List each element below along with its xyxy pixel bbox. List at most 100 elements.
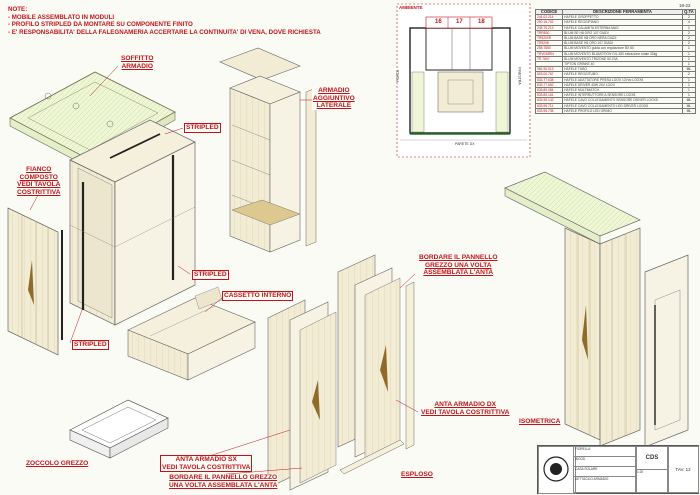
cell-code: 833.89.084 bbox=[534, 87, 564, 94]
label-stripled-top: STRIPLED bbox=[184, 123, 221, 133]
col-header-code: CODICE bbox=[534, 8, 564, 16]
col-header-qty: Q.TA bbox=[681, 8, 697, 16]
cell-qty: 1 bbox=[681, 45, 697, 52]
label-soffitto: SOFFITTO ARMADIO bbox=[120, 55, 155, 71]
cell-qty: 1 bbox=[681, 55, 697, 63]
main-cabinet bbox=[69, 119, 196, 326]
internal-drawer bbox=[127, 286, 256, 381]
cell-qty: 1 bbox=[681, 76, 697, 83]
plan-dim-18: 18 bbox=[478, 19, 485, 25]
label-line: FIANCO bbox=[26, 166, 52, 173]
cell-qty: 1 bbox=[681, 92, 697, 99]
label-anta-sx: ANTA ARMADIO SX VEDI TAVOLA COSTRITTIVA bbox=[160, 455, 253, 473]
tb-logo-text: CDS bbox=[635, 446, 669, 470]
label-line: BORDARE IL PANNELLO GREZZO bbox=[169, 474, 278, 481]
note-line: - MOBILE ASSEMBLATO IN MODULI bbox=[8, 13, 115, 21]
cell-code: 833.77.638 bbox=[534, 76, 564, 83]
cell-code: 833.77.652 bbox=[534, 81, 564, 89]
label-line: SOFFITTO bbox=[121, 55, 154, 62]
label-armadio-aggiuntivo: ARMADIO AGGIUNTIVO LATERALE bbox=[312, 87, 356, 110]
plan-side-left: PORTA bbox=[395, 70, 400, 82]
label-line: VEDI TAVOLA bbox=[17, 181, 61, 189]
label-line: LATERALE bbox=[316, 102, 352, 110]
cell-code: TR 7807 bbox=[534, 55, 564, 63]
cell-qty: 1 bbox=[681, 81, 697, 89]
floor-plan bbox=[396, 3, 531, 158]
exploded-doors bbox=[267, 254, 415, 491]
sheet-number: 18-22 bbox=[679, 3, 691, 8]
label-line: COMPOSTO bbox=[19, 173, 58, 181]
notes-title: NOTE: bbox=[8, 6, 28, 13]
cell-code: 803.00.767 bbox=[534, 71, 564, 78]
side-panel-composite bbox=[7, 207, 63, 356]
isometric-assembly bbox=[504, 171, 689, 448]
label-zoccolo: ZOCCOLO GREZZO bbox=[25, 460, 90, 468]
cell-qty: 1 bbox=[681, 61, 697, 68]
leader-lines bbox=[29, 65, 419, 476]
label-line: ARMADIO bbox=[121, 62, 153, 70]
cell-code: 244.02.214 bbox=[534, 14, 564, 21]
notes-block: NOTE: - MOBILE ASSEMBLATO IN MODULI - PR… bbox=[8, 6, 321, 36]
table-header-row: CODICE DESCRIZIONE FERRAMENTA Q.TA bbox=[534, 8, 697, 16]
tb-scale: 1:20 bbox=[635, 469, 669, 493]
cell-code: 833.95.142 bbox=[534, 97, 564, 104]
cell-code: 833.89.161 bbox=[534, 92, 564, 99]
plan-dim-17: 17 bbox=[456, 19, 463, 25]
cell-qty: 2 bbox=[681, 14, 697, 21]
label-line: ASSEMBLATA L'ANTA bbox=[423, 269, 494, 277]
label-line: AGGIUNTIVO bbox=[313, 94, 355, 102]
label-line: GREZZO UNA VOLTA bbox=[424, 261, 492, 269]
plan-side-right: FINESTRA bbox=[517, 67, 522, 85]
label-line: VEDI TAVOLA COSTRITTIVA bbox=[162, 463, 251, 471]
title-block: FIORELLA WOOD CASA SOLARE DETTAGLIO ARMA… bbox=[537, 445, 699, 494]
cell-qty: 2 bbox=[681, 34, 697, 42]
cell-code: TRR830 bbox=[534, 29, 564, 37]
note-line: - PROFILO STRIPLED DA MONTARE SU COMPONE… bbox=[8, 21, 193, 29]
cell-qty: 1 bbox=[681, 50, 697, 57]
cell-qty: 2 bbox=[681, 71, 697, 78]
cell-code: 290.16.702 bbox=[534, 19, 564, 26]
label-line: ANTA ARMADIO SX bbox=[175, 456, 237, 463]
label-line: VEDI TAVOLA COSTRITTIVA bbox=[421, 408, 510, 416]
hardware-table: CODICE DESCRIZIONE FERRAMENTA Q.TA 244.0… bbox=[534, 8, 697, 115]
cell-qty: 2 bbox=[681, 40, 697, 47]
tb-drawing-title: DETTAGLIO ARMADIO bbox=[573, 476, 637, 493]
label-line: ARMADIO bbox=[318, 87, 350, 94]
label-line: COSTRITTIVA bbox=[17, 188, 61, 196]
cell-qty: ML bbox=[681, 97, 697, 104]
label-anta-dx: ANTA ARMADIO DX VEDI TAVOLA COSTRITTIVA bbox=[420, 401, 511, 417]
company-logo-icon bbox=[543, 456, 569, 482]
plan-dim-16: 16 bbox=[435, 19, 442, 25]
cell-code: 833.95.711 bbox=[534, 102, 564, 109]
cell-code: TRV045RN bbox=[534, 50, 564, 57]
cell-code: 258.7850 bbox=[534, 45, 564, 52]
cell-qty: 1 bbox=[681, 24, 697, 31]
cell-code: TR5200R bbox=[534, 34, 564, 42]
cell-code: 245.75.213 bbox=[534, 24, 564, 31]
tb-sheet: TAV. 12 bbox=[667, 446, 699, 493]
cell-code: 833.95.735 bbox=[534, 107, 564, 115]
cell-qty: 4 bbox=[681, 19, 697, 26]
cell-qty: 2 bbox=[681, 29, 697, 37]
plan-ambiente-label: AMBIENTE bbox=[399, 5, 423, 10]
label-stripled-bottom: STRIPLED bbox=[72, 340, 109, 350]
cell-description: HAFELE PROFILO LED ORIMO bbox=[562, 107, 683, 115]
cell-qty: ML bbox=[681, 66, 697, 73]
label-bordare-bottom: BORDARE IL PANNELLO GREZZO UNA VOLTA ASS… bbox=[168, 474, 279, 490]
plan-bottom-label: PARETE DX bbox=[455, 142, 475, 146]
label-esploso: ESPLOSO bbox=[400, 471, 434, 479]
label-line: ANTA ARMADIO DX bbox=[434, 401, 497, 408]
side-cabinet bbox=[219, 47, 317, 253]
label-cassetto: CASSETTO INTERNO bbox=[222, 291, 294, 301]
label-bordare-top: BORDARE IL PANNELLO GREZZO UNA VOLTA ASS… bbox=[418, 254, 499, 277]
cell-qty: ML bbox=[681, 107, 697, 115]
note-line: - E' RESPONSABILITA' DELLA FALEGNAMERIA … bbox=[8, 28, 321, 36]
